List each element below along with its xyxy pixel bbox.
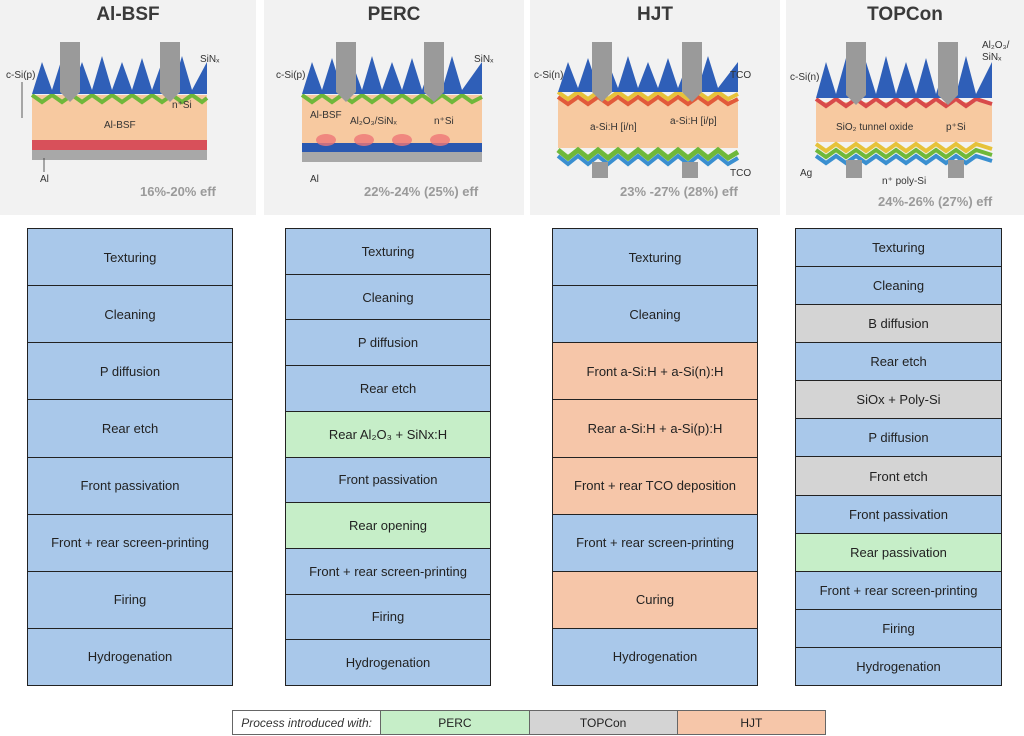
process-step: Cleaning — [796, 267, 1001, 306]
panel-topcon: TOPCon c-Si(n) Al₂O₃/ SiNₓ SiO₂ tunnel o… — [786, 0, 1024, 215]
process-step: B diffusion — [796, 305, 1001, 344]
process-step: Cleaning — [553, 286, 757, 344]
process-step: Texturing — [796, 229, 1001, 268]
process-step: Hydrogenation — [553, 628, 757, 685]
process-step: Front a-Si:H + a-Si(n):H — [553, 343, 757, 401]
process-step: Firing — [28, 571, 232, 629]
emitter-label: n⁺Si — [172, 100, 192, 111]
process-step: Front + rear screen-printing — [28, 514, 232, 572]
legend-item-perc: PERC — [381, 711, 530, 734]
tco-bottom-label: TCO — [730, 168, 751, 179]
legend-item-topcon: TOPCon — [529, 711, 678, 734]
process-step: Rear passivation — [796, 533, 1001, 572]
metal-label: Al — [310, 174, 319, 185]
process-step: Texturing — [553, 229, 757, 287]
metal-label: Al — [40, 174, 49, 185]
substrate-label: c-Si(p) — [6, 70, 35, 81]
legend-label: Process introduced with: — [233, 711, 382, 734]
process-step: Hydrogenation — [28, 628, 232, 685]
efficiency-label: 16%-20% eff — [140, 184, 216, 199]
front-asi-label: a-Si:H [i/n] — [590, 122, 637, 133]
process-step: Front + rear TCO deposition — [553, 457, 757, 515]
panel-title: HJT — [637, 4, 673, 25]
emitter-label: n⁺Si — [434, 116, 454, 127]
substrate-label: c-Si(n) — [534, 70, 563, 81]
efficiency-label: 24%-26% (27%) eff — [878, 194, 993, 209]
process-step: Front + rear screen-printing — [286, 548, 490, 595]
panel-title: Al-BSF — [96, 4, 160, 25]
efficiency-label: 22%-24% (25%) eff — [364, 184, 479, 199]
process-step: P diffusion — [28, 343, 232, 401]
coat-label: SiNₓ — [474, 54, 494, 65]
al-bsf-cell-diagram: c-Si(p) SiNₓ n⁺Si Al-BSF Al — [6, 42, 220, 185]
metal-label: Ag — [800, 168, 812, 179]
panel-perc: PERC c-Si(p) SiNₓ n⁺Si Al-BSF Al₂O₃/SiNₓ… — [264, 0, 524, 215]
process-step: Firing — [796, 609, 1001, 648]
coat-label: SiNₓ — [200, 54, 220, 65]
process-step: Hydrogenation — [286, 640, 490, 686]
process-step: Texturing — [286, 229, 490, 275]
process-step: Rear etch — [286, 366, 490, 412]
panel-al-bsf: Al-BSF c-Si(p) SiNₓ n⁺Si Al-BSF Al 16%-2… — [0, 0, 256, 215]
legend: Process introduced with: PERC TOPCon HJT — [232, 710, 826, 735]
process-step: Front etch — [796, 457, 1001, 496]
process-step: Cleaning — [286, 274, 490, 321]
perc-cell-diagram: c-Si(p) SiNₓ n⁺Si Al-BSF Al₂O₃/SiNₓ Al — [276, 42, 494, 185]
panel-hjt: HJT c-Si(n) TCO a-Si:H [i/n] a-Si:H [i/p… — [530, 0, 780, 215]
panel-title: PERC — [367, 4, 421, 25]
process-step: Front passivation — [28, 457, 232, 515]
topcon-cell-diagram: c-Si(n) Al₂O₃/ SiNₓ SiO₂ tunnel oxide p⁺… — [790, 40, 1010, 187]
bsf-label: Al-BSF — [104, 120, 136, 131]
efficiency-label: 23% -27% (28%) eff — [620, 184, 738, 199]
tco-top-label: TCO — [730, 70, 751, 81]
poly-label: n⁺ poly-Si — [882, 176, 926, 187]
process-step: Hydrogenation — [796, 647, 1001, 685]
process-step: Texturing — [28, 229, 232, 287]
process-step: Firing — [286, 594, 490, 641]
panel-title: TOPCon — [867, 4, 943, 25]
process-step: Rear a-Si:H + a-Si(p):H — [553, 400, 757, 458]
substrate-label: c-Si(n) — [790, 72, 819, 83]
rear-asi-label: a-Si:H [i/p] — [670, 116, 717, 127]
process-step: Rear etch — [28, 400, 232, 458]
substrate-label: c-Si(p) — [276, 70, 305, 81]
process-step: SiOx + Poly-Si — [796, 381, 1001, 420]
process-step: Front + rear screen-printing — [796, 571, 1001, 610]
coat-label: Al₂O₃/ — [982, 40, 1010, 51]
process-step: P diffusion — [796, 419, 1001, 458]
process-step: Front passivation — [796, 495, 1001, 534]
rear-passivation-label: Al₂O₃/SiNₓ — [350, 116, 398, 127]
process-step: Front passivation — [286, 457, 490, 504]
process-step: Rear Al₂O₃ + SiNx:H — [286, 411, 490, 458]
process-step: Rear etch — [796, 343, 1001, 382]
process-step: Rear opening — [286, 503, 490, 549]
hjt-cell-diagram: c-Si(n) TCO a-Si:H [i/n] a-Si:H [i/p] TC… — [534, 42, 751, 179]
process-step: Front + rear screen-printing — [553, 514, 757, 572]
bsf-label: Al-BSF — [310, 110, 342, 121]
oxide-label: SiO₂ tunnel oxide — [836, 122, 914, 133]
coat-label-2: SiNₓ — [982, 52, 1002, 63]
emitter-label: p⁺Si — [946, 122, 966, 133]
legend-item-hjt: HJT — [677, 711, 825, 734]
process-step: Curing — [553, 571, 757, 629]
process-step: P diffusion — [286, 320, 490, 367]
process-step: Cleaning — [28, 286, 232, 344]
